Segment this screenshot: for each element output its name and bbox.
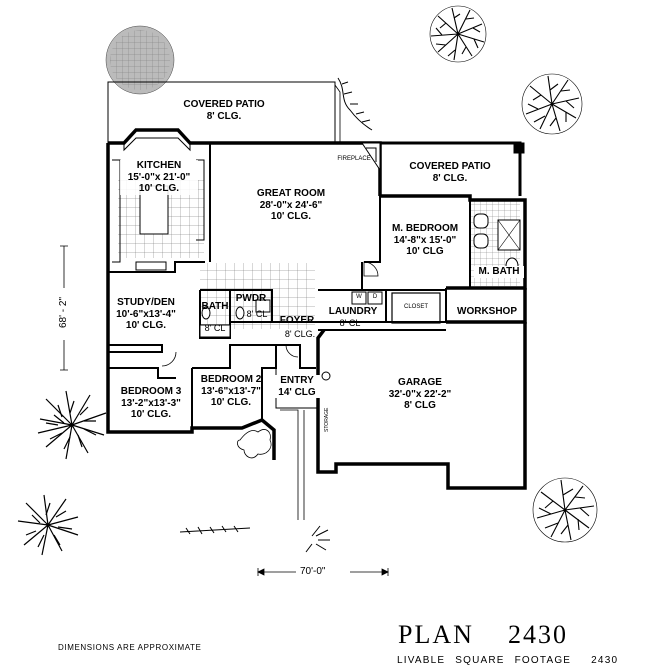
closet-box [391,292,441,324]
washer-label: W [356,294,362,300]
fireplace-label: FIREPLACE [337,156,371,162]
bath-ceiling-label: 8' CL [204,323,226,333]
garage-doors [335,463,522,489]
overall-depth-dimension: 68' - 2" [58,296,69,328]
livable-footage: LIVABLE SQUARE FOOTAGE 2430 [397,655,618,666]
door-swings [161,261,379,367]
closet-label: CLOSET [403,304,428,310]
dryer-label: D [372,294,378,300]
powder-label: PWDR [235,293,267,304]
rear-patio-outline [107,81,341,143]
storage-label: STORAGE [324,407,330,432]
master-bath-label: M. BATH [474,266,524,278]
plan-number: 2430 [508,620,568,649]
laundry-machines [351,291,383,305]
plan-label: PLAN [398,620,474,649]
dimension-lines [60,245,389,576]
side-patio-outline [380,141,525,196]
foyer-ceiling-label: 8' CLG. [284,329,316,339]
workshop-label: WORKSHOP [457,306,517,317]
fireplace [361,142,381,172]
laundry-label: LAUNDRY [328,306,378,317]
bath-fixtures [199,299,271,338]
overall-width-dimension: 70'-0" [300,566,326,577]
palm-left [17,390,107,556]
dimensions-note: DIMENSIONS ARE APPROXIMATE [58,643,202,652]
tree-top-right [105,5,598,543]
livable-value: 2430 [591,655,619,666]
entry-porch [275,345,331,520]
bath-label: BATH [201,301,229,312]
laundry-ceiling-label: 8' CL [339,318,361,328]
livable-label: LIVABLE SQUARE FOOTAGE [397,655,572,666]
shrubs [179,77,373,553]
powder-ceiling-label: 8' CL [246,309,268,319]
foyer-label: FOYER [279,315,315,326]
